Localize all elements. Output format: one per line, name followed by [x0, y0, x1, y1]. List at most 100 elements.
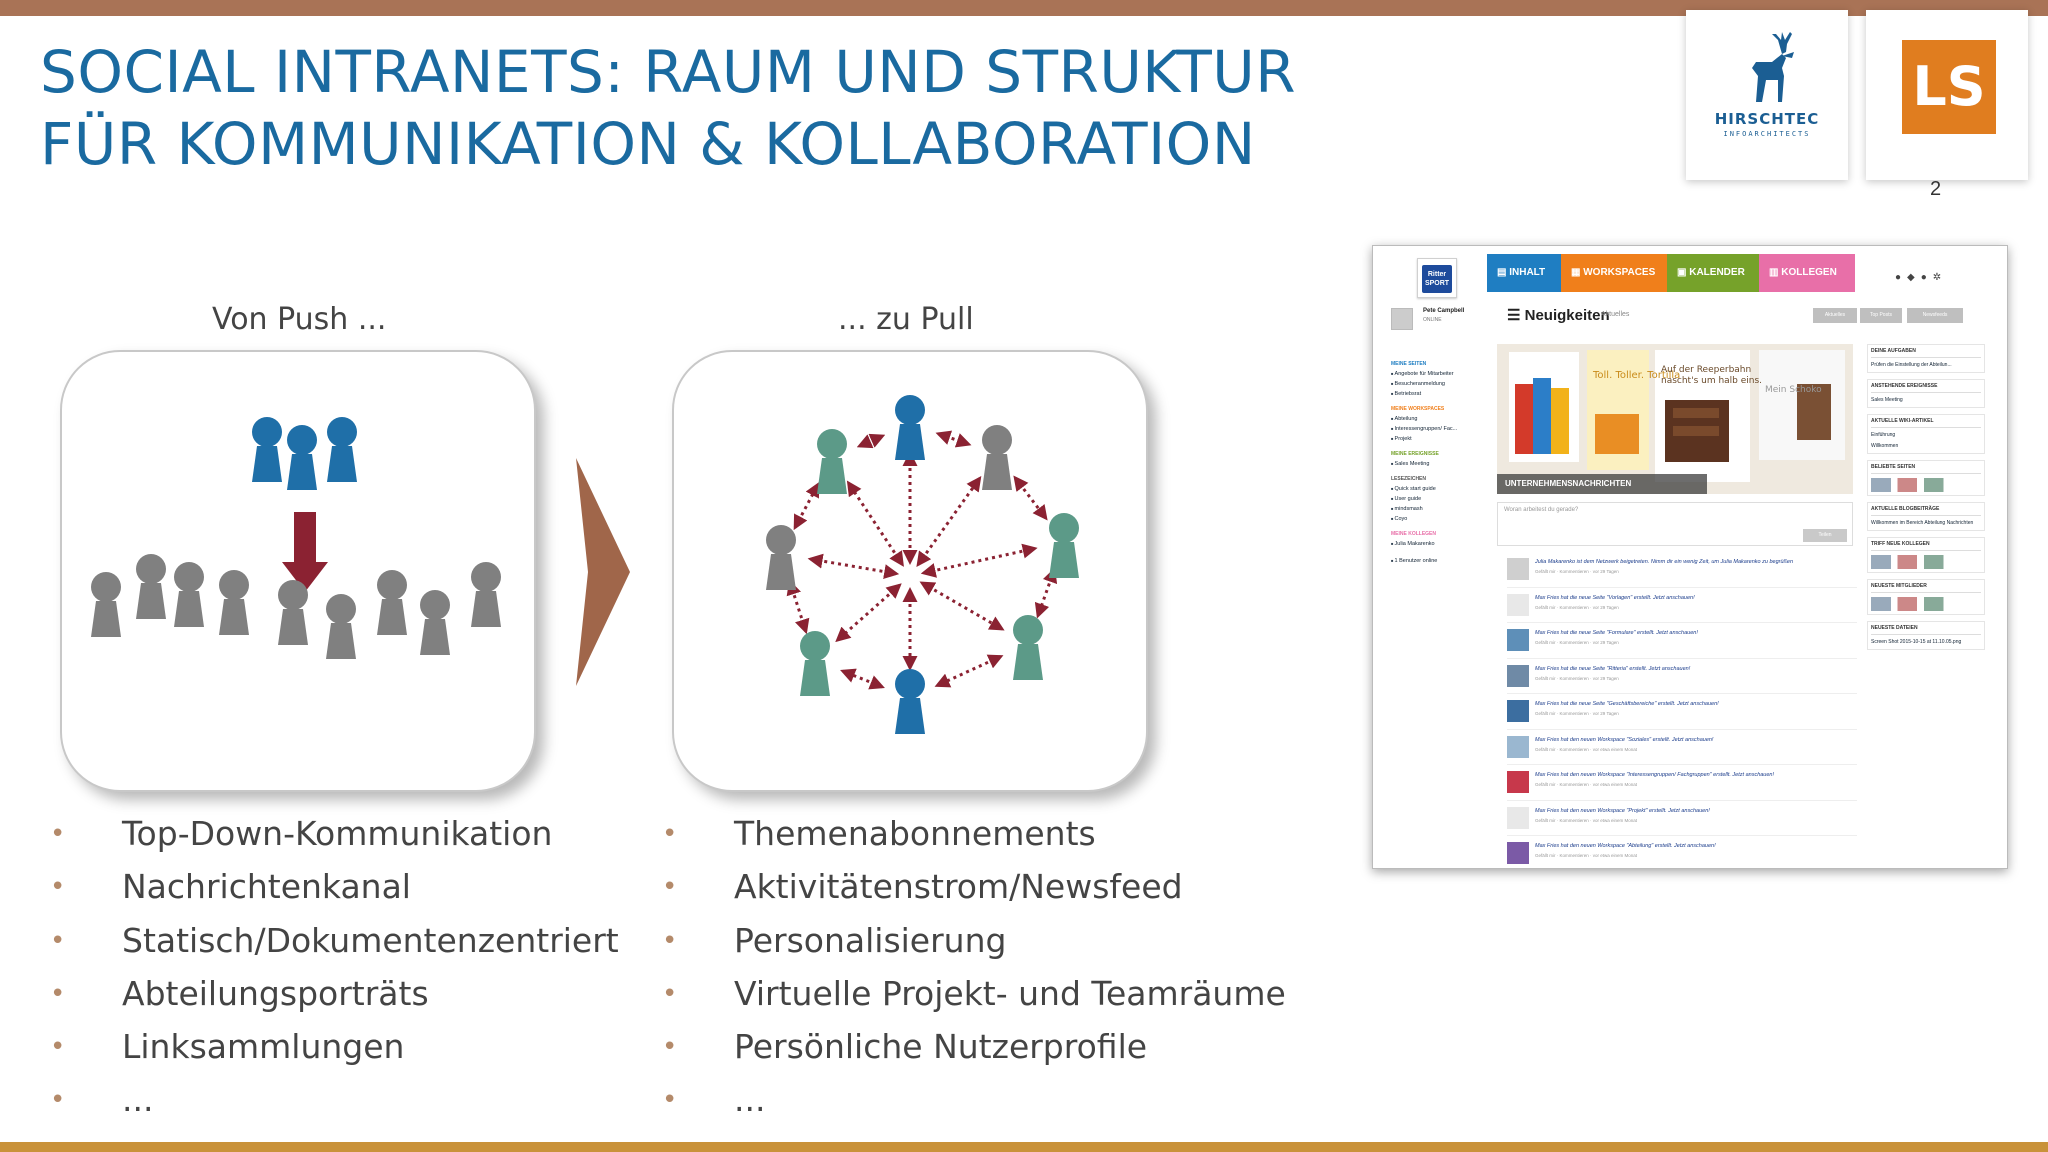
feed-item-meta: Gefällt mir · Kommentieren · vor 29 Tage… [1535, 640, 1619, 645]
sidebar-section-title: MEINE WORKSPACES [1391, 406, 1445, 412]
sidebar-item[interactable]: Julia Makarenko [1391, 539, 1475, 549]
feed-item[interactable]: Max Fries hat die neue Seite "Geschäftsb… [1507, 694, 1857, 730]
book-icon: ▤ [1497, 267, 1510, 278]
sidebar-item[interactable]: Besucheranmeldung [1391, 379, 1475, 389]
person-icon [817, 429, 847, 494]
news-banner[interactable]: Toll. Toller. Tortilla Auf der Reeperbah… [1497, 344, 1853, 494]
widget-item[interactable]: Sales Meeting [1871, 397, 1903, 403]
hirschtec-name: HIRSCHTEC [1714, 110, 1820, 128]
feed-item-text: Max Fries hat die neue Seite "Ritteria" … [1535, 665, 1691, 672]
sidebar-item[interactable]: User guide [1391, 494, 1475, 504]
sidebar-section: 1 Benutzer online [1391, 556, 1475, 566]
share-button[interactable]: Teilen [1803, 529, 1847, 542]
person-icon [895, 669, 925, 734]
sidebar-item[interactable]: mindsmash [1391, 504, 1475, 514]
person-icon [1049, 513, 1079, 578]
dotted-arrow [856, 433, 886, 449]
status-post-input[interactable]: Woran arbeitest du gerade? Teilen [1497, 502, 1853, 546]
dotted-arrow [846, 480, 904, 567]
dotted-arrow [935, 430, 972, 448]
nav-tab-workspaces[interactable]: ▦ WORKSPACES [1561, 254, 1667, 292]
slide-title-line-2: FÜR KOMMUNIKATION & KOLLABORATION [40, 110, 1256, 178]
push-diagram [91, 417, 501, 659]
feed-item[interactable]: Max Fries hat den neuen Workspace "Sozia… [1507, 730, 1857, 765]
sidebar-item[interactable]: Quick start guide [1391, 484, 1475, 494]
sidebar-item[interactable]: Angebote für Mitarbeiter [1391, 369, 1475, 379]
deer-icon [1752, 32, 1794, 102]
sidebar-item[interactable]: Interessengruppen/ Fac... [1391, 424, 1475, 434]
widget-item[interactable]: Screen Shot 2015-10-15 at 11.10.05.png [1871, 639, 1962, 645]
push-bullet: Linksammlungen [50, 1025, 619, 1078]
person-icon [252, 417, 282, 482]
hirschtec-logo: HIRSCHTEC INFOARCHITECTS [1686, 10, 1848, 180]
page-number: 2 [1930, 178, 1942, 200]
feed-item[interactable]: Max Fries hat den neuen Workspace "Inter… [1507, 765, 1857, 801]
widget-title: NEUESTE DATEIEN [1871, 625, 1981, 635]
user-name: Pete Campbell [1423, 308, 1465, 314]
down-arrow-icon [282, 512, 328, 592]
widget-thumbnails [1871, 597, 1981, 611]
push-bullet: Top-Down-Kommunikation [50, 812, 619, 865]
pull-bullet: Virtuelle Projekt- und Teamräume [662, 972, 1286, 1025]
person-icon [766, 525, 796, 590]
widget-item[interactable]: Willkommen im Bereich Abteilung Nachrich… [1871, 520, 1974, 526]
calendar-icon: ▣ [1677, 267, 1690, 278]
sidebar-item[interactable]: 1 Benutzer online [1391, 556, 1475, 566]
slide-title: SOCIAL INTRANETS: RAUM UND STRUKTUR FÜR … [40, 36, 1640, 180]
gear-icon[interactable]: ✲ [1932, 272, 1948, 283]
filter-aktuelles-button[interactable]: Aktuelles [1813, 308, 1857, 323]
person-icon [982, 425, 1012, 490]
nav-tab-inhalt[interactable]: ▤ INHALT [1487, 254, 1561, 292]
sidebar-section: MEINE SEITENAngebote für MitarbeiterBesu… [1391, 361, 1475, 399]
sidebar-item[interactable]: Sales Meeting [1391, 459, 1475, 469]
banner-text-1: Toll. Toller. Tortilla [1592, 370, 1680, 381]
feed-item-meta: Gefällt mir · Kommentieren · vor etwa ei… [1535, 782, 1638, 787]
pull-bullet-list: Themenabonnements Aktivitätenstrom/Newsf… [662, 812, 1286, 1132]
ls-logo-mark: LS [1902, 40, 1996, 134]
avatar [1391, 308, 1413, 330]
widget-item[interactable]: Prüfen die Einstellung der Abteilun... [1871, 362, 1952, 368]
feed-thumbnail [1507, 842, 1529, 864]
person-icon [420, 590, 450, 655]
person-icon [377, 570, 407, 635]
sidebar-item[interactable]: Projekt [1391, 434, 1475, 444]
feed-item-text: Max Fries hat den neuen Workspace "Abtei… [1535, 843, 1716, 849]
widget-title: AKTUELLE BLOGBEITRÄGE [1871, 506, 1981, 516]
speech-icon[interactable]: ● [1920, 272, 1933, 283]
intranet-screenshot: Ritter SPORT ▤ INHALT ▦ WORKSPACES ▣ KAL… [1372, 245, 2008, 869]
feed-item-text: Julia Makarenko ist dem Netzwerk beigetr… [1535, 559, 1793, 565]
nav-tab-kalender[interactable]: ▣ KALENDER [1667, 254, 1759, 292]
feed-item[interactable]: Max Fries hat die neue Seite "Vorlagen" … [1507, 588, 1857, 623]
feed-item[interactable]: Max Fries hat den neuen Workspace "Proje… [1507, 801, 1857, 836]
feed-item[interactable]: Max Fries hat die neue Seite "Formulare"… [1507, 623, 1857, 659]
sidebar-item[interactable]: Coyo [1391, 514, 1475, 524]
dotted-arrow [835, 583, 902, 643]
chat-icon[interactable]: ◆ [1907, 272, 1921, 283]
feed-item[interactable]: Max Fries hat die neue Seite "Ritteria" … [1507, 659, 1857, 694]
feed-item[interactable]: Max Fries hat den neuen Workspace "Abtei… [1507, 836, 1857, 868]
top-accent-bar [0, 0, 2048, 16]
dotted-arrow [916, 475, 982, 568]
feed-title-text: Neuigkeiten [1524, 307, 1610, 324]
sidebar-item[interactable]: Betriebsrat [1391, 389, 1475, 399]
nav-tab-label: KOLLEGEN [1781, 267, 1837, 278]
widget-item[interactable]: Willkommen [1871, 443, 1899, 449]
filter-newsfeeds-button[interactable]: Newsfeeds [1907, 308, 1963, 323]
sidebar-section: LESEZEICHEN Quick start guideUser guidemi… [1391, 476, 1475, 524]
feed-item[interactable]: Julia Makarenko ist dem Netzwerk beigetr… [1507, 552, 1857, 588]
widget-title: BELIEBTE SEITEN [1871, 464, 1981, 474]
user-icon[interactable]: ● [1895, 272, 1908, 283]
ritter-sport-logo: Ritter SPORT [1417, 258, 1457, 298]
sidebar-widget: NEUESTE MITGLIEDER [1867, 579, 1985, 615]
widget-item[interactable]: Einführung [1871, 432, 1896, 438]
feed-item-meta: Gefällt mir · Kommentieren · vor 29 Tage… [1535, 604, 1619, 610]
feed-thumbnail [1507, 558, 1529, 580]
filter-top-posts-button[interactable]: Top Posts [1860, 308, 1902, 323]
sidebar-item[interactable]: Abteilung [1391, 414, 1475, 424]
person-icon [278, 580, 308, 645]
sidebar-section-title: LESEZEICHEN [1391, 476, 1427, 482]
nav-tab-kollegen[interactable]: ▥ KOLLEGEN [1759, 254, 1855, 292]
pull-bullet: Themenabonnements [662, 812, 1286, 865]
